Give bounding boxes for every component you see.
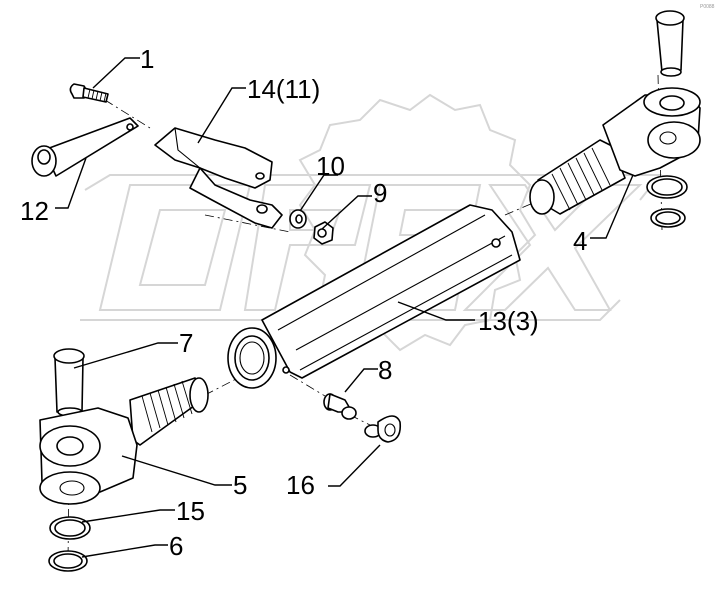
callout-1: 1 [140, 44, 154, 74]
pin-upper [655, 10, 685, 77]
callout-9: 9 [373, 178, 387, 208]
callout-13: 13(3) [478, 306, 539, 336]
swivel-arm-part-12 [31, 117, 139, 177]
cap-part-16 [364, 415, 402, 443]
leader-lines [55, 57, 634, 558]
ring-stack-upper [646, 175, 688, 228]
washer-part-10 [289, 209, 307, 229]
bolt-part-1 [69, 83, 109, 103]
callout-15: 15 [176, 496, 205, 526]
callout-7: 7 [179, 328, 193, 358]
callout-4: 4 [573, 226, 587, 256]
callout-6: 6 [169, 531, 183, 561]
grease-nipple-part-8 [323, 393, 357, 420]
nut-part-9 [313, 221, 334, 245]
bracket-part-14 [154, 127, 283, 229]
ring-part-15 [49, 516, 91, 540]
callout-labels: 1 14(11) 10 9 12 4 13(3) 7 8 5 16 15 6 [20, 44, 587, 561]
ring-part-6 [48, 550, 88, 572]
callout-12: 12 [20, 196, 49, 226]
clevis-end-part-4 [529, 87, 701, 215]
clevis-end-part-5 [39, 377, 209, 505]
callout-5: 5 [233, 470, 247, 500]
callout-16: 16 [286, 470, 315, 500]
callout-10: 10 [316, 151, 345, 181]
corner-mark: P0088 [700, 4, 715, 10]
callout-8: 8 [378, 355, 392, 385]
pin-part-7 [53, 348, 85, 417]
callout-14: 14(11) [247, 74, 320, 104]
hex-tube-part-13 [227, 204, 521, 389]
